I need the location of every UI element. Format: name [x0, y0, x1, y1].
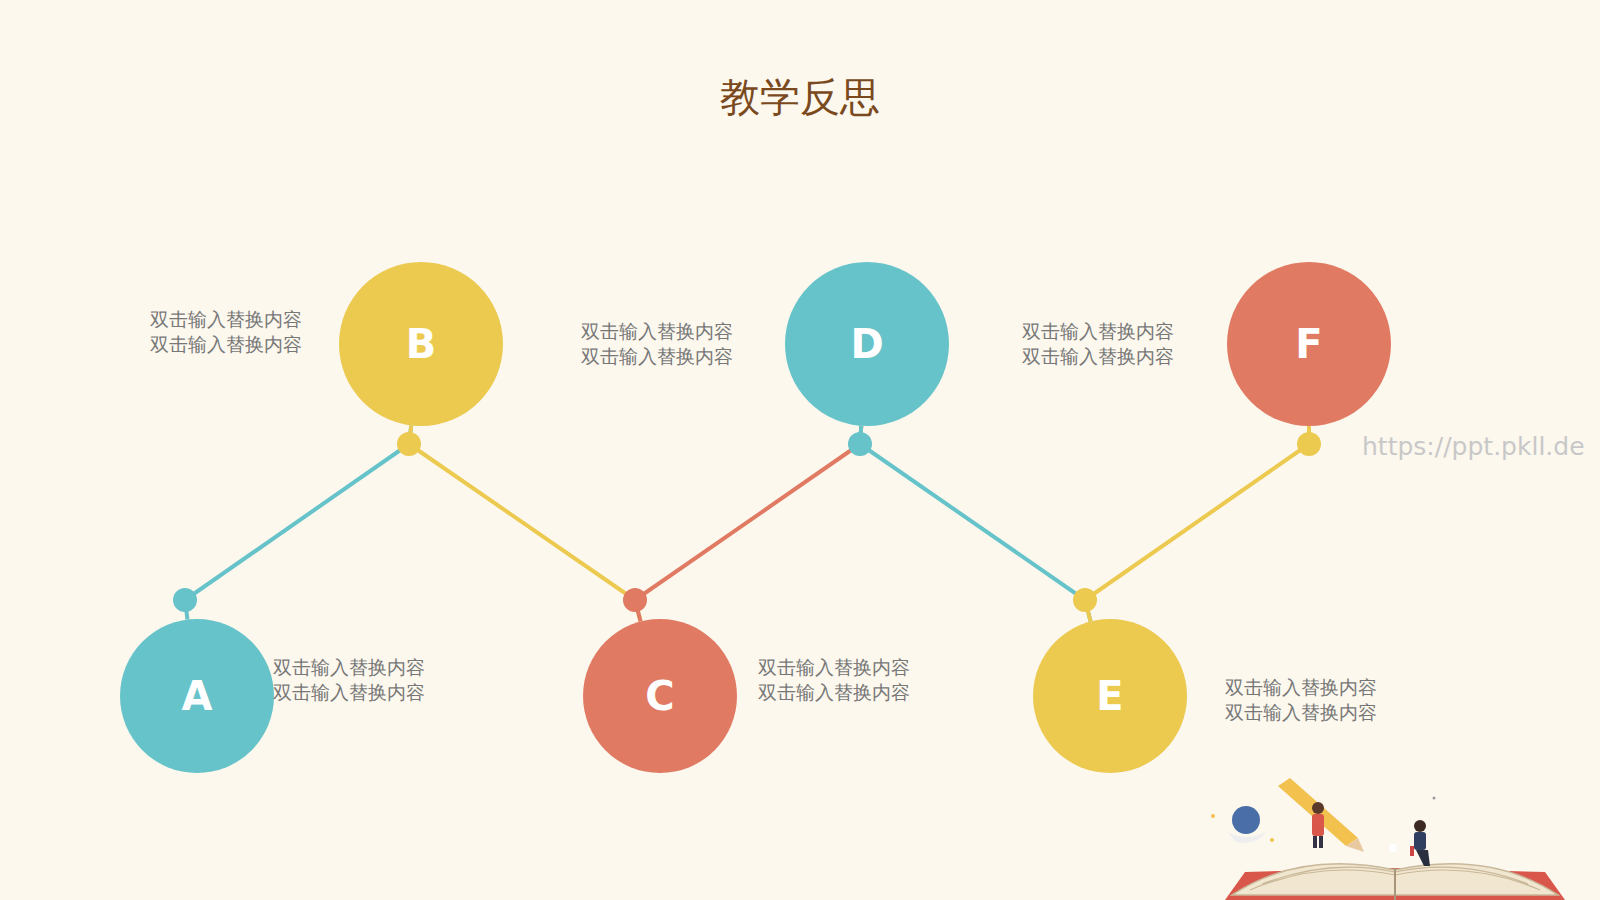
step-letter: A — [120, 619, 274, 773]
zigzag-connector — [409, 425, 641, 621]
zigzag-connector — [860, 426, 1091, 622]
zigzag-connector — [635, 426, 861, 622]
pencil — [1272, 778, 1364, 852]
joint-dot — [623, 588, 647, 612]
zigzag-connector — [185, 425, 411, 619]
zigzag-connector — [1085, 426, 1309, 621]
step-circle: B双击输入替换内容 双击输入替换内容 — [339, 262, 503, 426]
step-circle: D双击输入替换内容 双击输入替换内容 — [785, 262, 949, 426]
girl-figure — [1312, 802, 1324, 848]
step-circle: F双击输入替换内容 双击输入替换内容 — [1227, 262, 1391, 426]
step-letter: B — [339, 262, 503, 426]
step-letter: D — [785, 262, 949, 426]
step-letter: C — [583, 619, 737, 773]
step-description: 双击输入替换内容 双击输入替换内容 — [273, 655, 443, 705]
joint-dot — [1297, 432, 1321, 456]
step-circle: C双击输入替换内容 双击输入替换内容 — [583, 619, 737, 773]
joint-dot — [848, 432, 872, 456]
step-letter: E — [1033, 619, 1187, 773]
step-circle: E双击输入替换内容 双击输入替换内容 — [1033, 619, 1187, 773]
step-description: 双击输入替换内容 双击输入替换内容 — [1022, 319, 1192, 369]
watermark: https://ppt.pkll.de — [1362, 432, 1585, 461]
joint-dot — [1073, 588, 1097, 612]
step-circle: A双击输入替换内容 双击输入替换内容 — [120, 619, 274, 773]
joint-dot — [397, 432, 421, 456]
book — [1225, 864, 1565, 900]
joint-dot — [173, 588, 197, 612]
boy-figure — [1410, 820, 1430, 866]
step-letter: F — [1227, 262, 1391, 426]
step-description: 双击输入替换内容 双击输入替换内容 — [758, 655, 928, 705]
step-description: 双击输入替换内容 双击输入替换内容 — [150, 307, 320, 357]
step-description: 双击输入替换内容 双击输入替换内容 — [1225, 675, 1395, 725]
slide-title: 教学反思 — [0, 70, 1600, 125]
step-description: 双击输入替换内容 双击输入替换内容 — [581, 319, 751, 369]
